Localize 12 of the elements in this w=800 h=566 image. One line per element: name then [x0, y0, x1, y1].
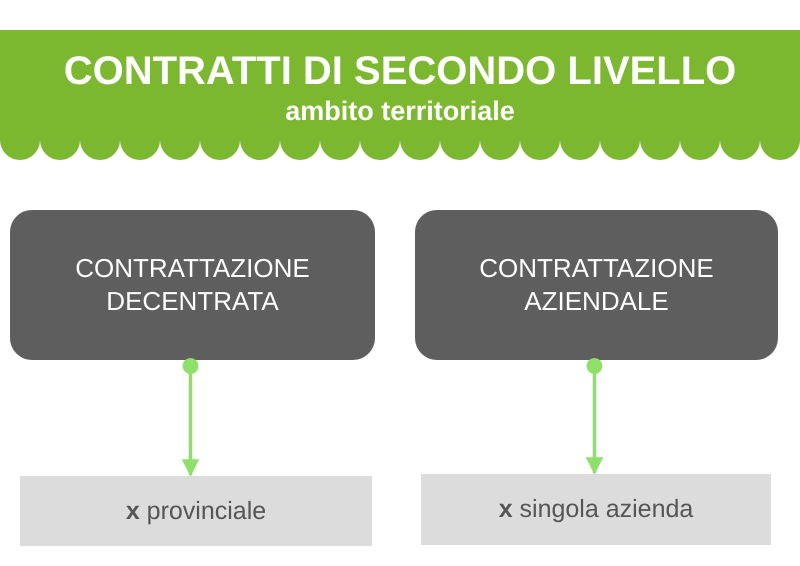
scope-box [20, 476, 372, 546]
scope-box [421, 474, 771, 545]
category-box [10, 210, 375, 360]
subtitle: ambito territoriale [285, 95, 515, 128]
title: CONTRATTI DI SECONDO LIVELLO [64, 48, 736, 94]
arrow [182, 358, 200, 477]
arrow [586, 358, 604, 475]
category-box [415, 210, 778, 360]
box-label: CONTRATTAZIONE DECENTRATA [74, 252, 311, 318]
box-label: x singola azienda [498, 495, 694, 524]
box-label: x provinciale [126, 496, 266, 526]
box-label: CONTRATTAZIONE AZIENDALE [478, 252, 715, 318]
